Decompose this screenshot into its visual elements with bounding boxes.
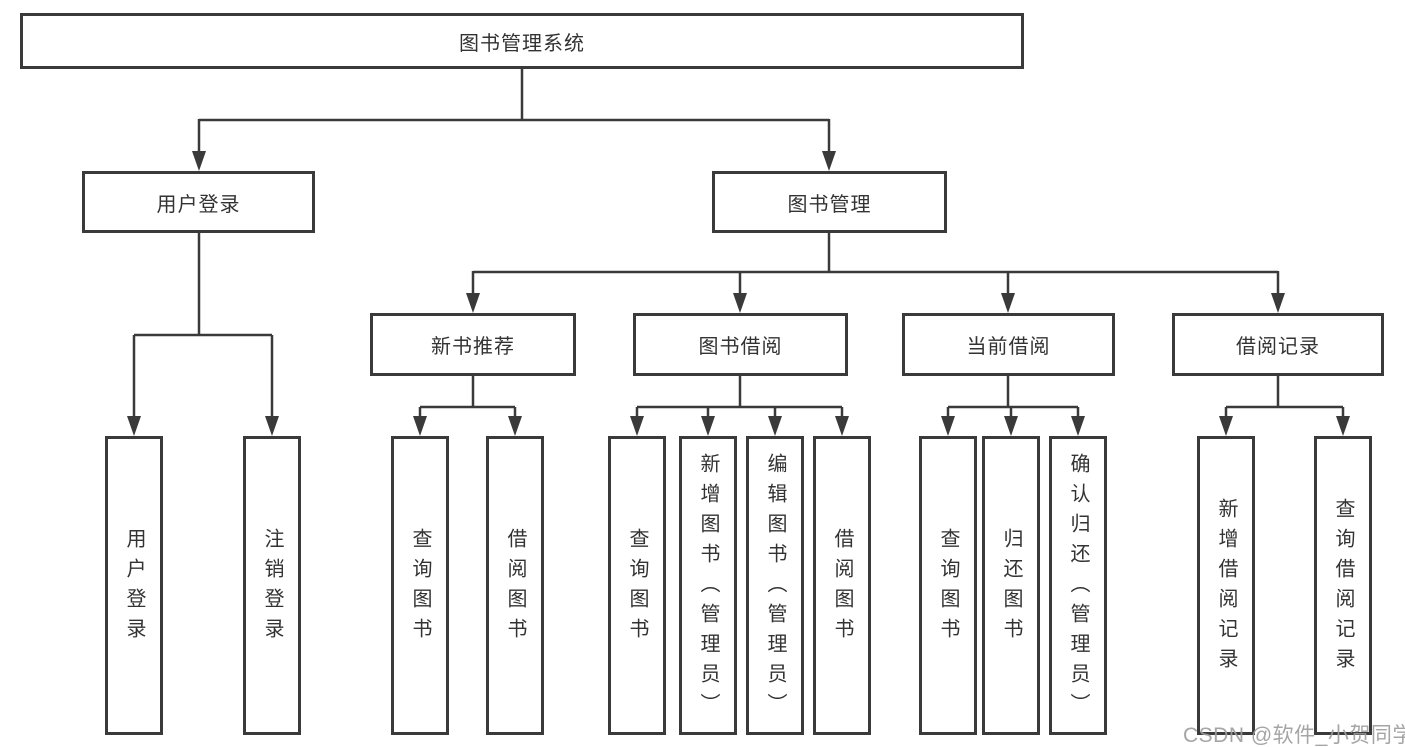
connector-book-borrow-subtree	[635, 375, 844, 420]
leaf-add-books-admin: 新增图书（管理员）	[679, 436, 737, 735]
leaf-borrow-books-2: 借阅图书	[813, 436, 871, 735]
leaf-edit-books-admin: 编辑图书（管理员）	[746, 436, 804, 735]
leaf-query-books-3: 查询图书	[919, 436, 977, 735]
arrowhead	[265, 416, 279, 436]
arrowhead	[1004, 416, 1018, 436]
connector-new-book-subtree	[418, 375, 517, 420]
leaf-query-books-2: 查询图书	[608, 436, 666, 735]
leaf-user-login: 用户登录	[105, 436, 163, 735]
node-new-book-recommend: 新书推荐	[370, 313, 576, 376]
node-root: 图书管理系统	[20, 13, 1024, 69]
watermark: CSDN @软件_小贺同学	[1183, 724, 1405, 747]
leaf-confirm-return-admin: 确认归还（管理员）	[1049, 436, 1107, 735]
arrowhead	[127, 416, 141, 436]
arrowhead	[941, 416, 955, 436]
leaf-logout: 注销登录	[243, 436, 301, 735]
node-current-borrow: 当前借阅	[902, 313, 1115, 376]
connector-root-to-level1	[197, 67, 831, 155]
arrowhead	[835, 416, 849, 436]
arrowhead	[768, 416, 782, 436]
arrowhead	[1336, 416, 1350, 436]
arrowhead	[1071, 416, 1085, 436]
arrowhead	[630, 416, 644, 436]
arrowhead	[192, 151, 206, 171]
arrowhead	[822, 151, 836, 171]
arrowhead	[508, 416, 522, 436]
connector-book-management-to-level2	[471, 232, 1280, 297]
node-borrow-records: 借阅记录	[1172, 313, 1384, 376]
arrowhead	[701, 416, 715, 436]
leaf-add-borrow-record: 新增借阅记录	[1197, 436, 1255, 735]
leaf-borrow-books: 借阅图书	[486, 436, 544, 735]
leaf-query-borrow-record: 查询借阅记录	[1314, 436, 1372, 735]
node-user-login: 用户登录	[82, 171, 315, 233]
arrowhead	[1219, 416, 1233, 436]
leaf-query-books: 查询图书	[391, 436, 449, 735]
node-book-management: 图书管理	[712, 171, 947, 233]
arrowhead	[413, 416, 427, 436]
leaf-return-books: 归还图书	[982, 436, 1040, 735]
arrowhead	[1001, 293, 1015, 313]
arrowhead	[466, 293, 480, 313]
arrowhead	[733, 293, 747, 313]
connector-user-login-subtree	[132, 232, 274, 420]
connector-borrow-records-subtree	[1224, 375, 1345, 420]
node-book-borrow: 图书借阅	[633, 313, 848, 376]
arrowhead	[1271, 293, 1285, 313]
connector-current-borrow-subtree	[946, 375, 1080, 420]
